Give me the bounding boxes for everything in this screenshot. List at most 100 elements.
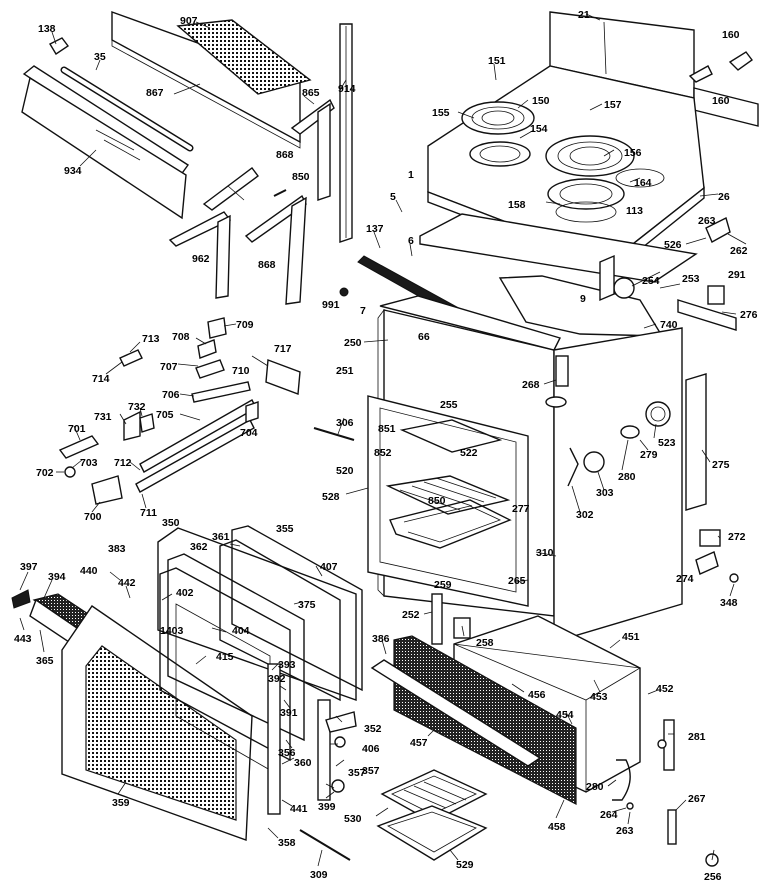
callout-359: 359 <box>112 797 130 809</box>
callout-868-upper: 868 <box>276 149 294 161</box>
callout-21: 21 <box>578 9 590 21</box>
callout-276: 276 <box>740 309 758 321</box>
clip-272 <box>699 529 721 547</box>
callout-357-upper: 357 <box>348 767 366 779</box>
callout-365: 365 <box>36 655 54 667</box>
callout-393: 393 <box>278 659 296 671</box>
broiler-pan <box>380 769 488 823</box>
callout-703: 703 <box>80 457 98 469</box>
callout-5: 5 <box>390 191 396 203</box>
callout-386: 386 <box>372 633 390 645</box>
screw-850 <box>273 189 287 197</box>
callout-705: 705 <box>156 409 174 421</box>
callout-375: 375 <box>298 599 316 611</box>
callout-392: 392 <box>268 673 286 685</box>
callout-867: 867 <box>146 87 164 99</box>
callout-263-top: 263 <box>698 215 716 227</box>
callout-520: 520 <box>336 465 354 477</box>
callout-250: 250 <box>344 337 362 349</box>
callout-523: 523 <box>658 437 676 449</box>
leader-lines <box>19 13 747 867</box>
callout-35: 35 <box>94 51 106 63</box>
callout-262: 262 <box>730 245 748 257</box>
callout-156: 156 <box>624 147 642 159</box>
callout-458: 458 <box>548 821 566 833</box>
callout-456: 456 <box>528 689 546 701</box>
callout-255: 255 <box>440 399 458 411</box>
callout-150: 150 <box>532 95 550 107</box>
callout-406: 406 <box>362 743 380 755</box>
callout-310: 310 <box>536 547 554 559</box>
callout-264: 264 <box>600 809 618 821</box>
callout-259: 259 <box>434 579 452 591</box>
callout-441: 441 <box>290 803 308 815</box>
callout-407: 407 <box>320 561 338 573</box>
callout-850-upper: 850 <box>292 171 310 183</box>
callout-160-side: 160 <box>712 95 730 107</box>
glass-panel <box>21 65 190 220</box>
side-panel-160 <box>693 87 759 127</box>
side-trim <box>339 23 353 243</box>
callout-709: 709 <box>236 319 254 331</box>
callout-309: 309 <box>310 869 328 881</box>
oven-cavity <box>367 395 529 607</box>
surface-burners <box>461 101 665 223</box>
callout-740: 740 <box>660 319 678 331</box>
callout-7: 7 <box>360 305 366 317</box>
callout-914: 914 <box>338 83 356 95</box>
door-frames <box>157 525 363 771</box>
callout-9: 9 <box>580 293 586 305</box>
callout-256: 256 <box>704 871 722 883</box>
callout-348: 348 <box>720 597 738 609</box>
callout-267: 267 <box>688 793 706 805</box>
callout-415: 415 <box>216 651 234 663</box>
probe-306 <box>313 427 355 441</box>
callout-1: 1 <box>408 169 414 181</box>
callout-279: 279 <box>640 449 658 461</box>
callout-708: 708 <box>172 331 190 343</box>
callout-26: 26 <box>718 191 730 203</box>
callout-851: 851 <box>378 423 396 435</box>
callout-258: 258 <box>476 637 494 649</box>
callout-453: 453 <box>590 691 608 703</box>
callout-442: 442 <box>118 577 136 589</box>
callout-402: 402 <box>176 587 194 599</box>
callout-865: 865 <box>302 87 320 99</box>
support-962 <box>168 211 232 299</box>
callout-934: 934 <box>64 165 82 177</box>
connector-160 <box>688 51 753 83</box>
lamp-socket <box>49 37 70 55</box>
controls-group <box>58 317 301 505</box>
callout-732: 732 <box>128 401 146 413</box>
callout-274: 274 <box>676 573 694 585</box>
sensor-268 <box>545 355 569 408</box>
callout-155: 155 <box>432 107 450 119</box>
callout-391: 391 <box>280 707 298 719</box>
callout-66: 66 <box>418 331 430 343</box>
callout-253: 253 <box>682 273 700 285</box>
clip-262 <box>705 216 731 243</box>
callout-383: 383 <box>108 543 126 555</box>
callout-701: 701 <box>68 423 86 435</box>
callout-137: 137 <box>366 223 384 235</box>
callout-707: 707 <box>160 361 178 373</box>
callout-731: 731 <box>94 411 112 423</box>
side-panel-275 <box>685 373 707 511</box>
callout-362: 362 <box>190 541 208 553</box>
washer-348 <box>729 573 739 583</box>
callout-302: 302 <box>576 509 594 521</box>
callout-868-lower: 868 <box>258 259 276 271</box>
callout-281: 281 <box>688 731 706 743</box>
callout-263-lower: 263 <box>616 825 634 837</box>
callout-157: 157 <box>604 99 622 111</box>
maintop-frame <box>419 213 698 337</box>
callout-265: 265 <box>508 575 526 587</box>
callout-399: 399 <box>318 801 336 813</box>
leveling-parts <box>612 719 719 867</box>
broil-element <box>399 419 503 453</box>
callout-443: 443 <box>14 633 32 645</box>
callout-254: 254 <box>642 275 660 287</box>
callout-712: 712 <box>114 457 132 469</box>
vent-grille <box>176 19 312 95</box>
